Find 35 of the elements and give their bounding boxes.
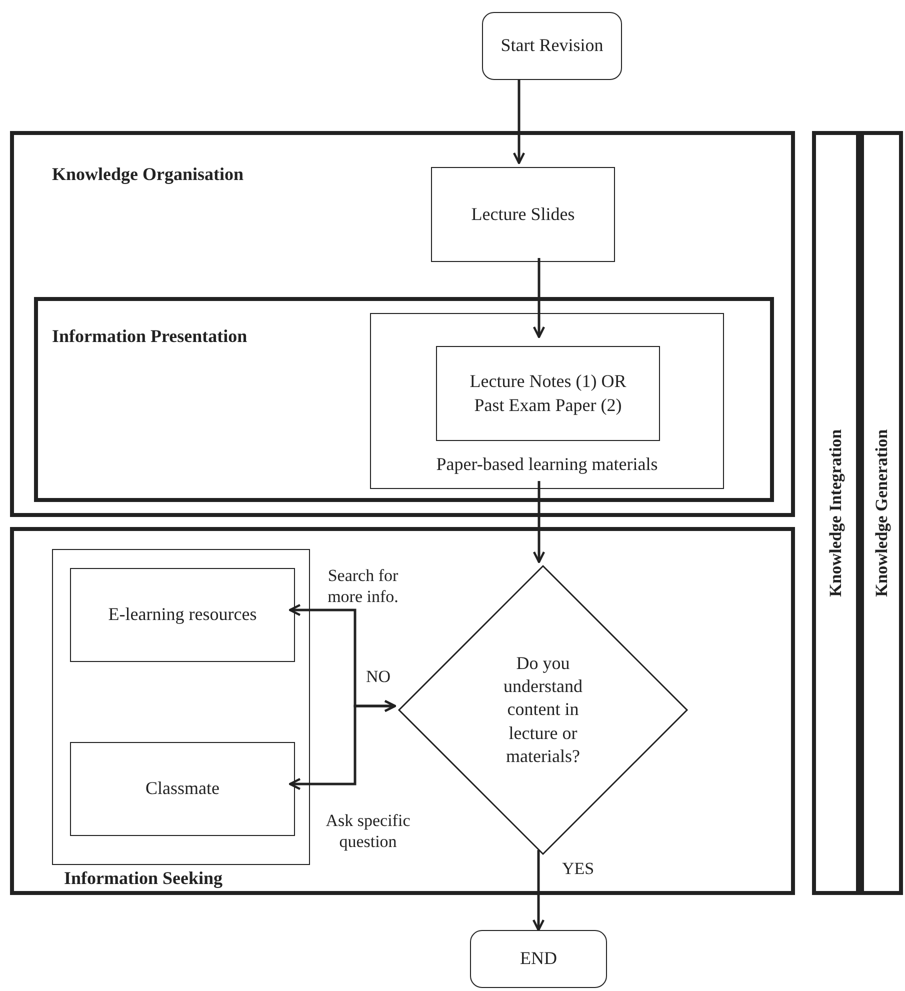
group-frame: [52, 549, 310, 865]
node-text: Paper-based learning materials: [436, 452, 658, 476]
node-text: E-learning resources: [108, 603, 257, 626]
process-box: [431, 167, 615, 262]
terminal-box: [470, 930, 607, 988]
node-text: Knowledge Integration: [824, 429, 846, 597]
edge-label: Ask specific question: [324, 810, 412, 852]
node-text: Lecture Notes (1) OR Past Exam Paper (2): [468, 370, 628, 417]
section-title: Information Seeking: [64, 867, 223, 890]
arrow: [288, 700, 396, 790]
branch-label: NO: [366, 666, 391, 688]
vertical-band: [860, 131, 903, 895]
process-box: [370, 313, 724, 489]
node-text: END: [520, 947, 557, 970]
section-title: Information Presentation: [52, 325, 248, 348]
process-box: [436, 346, 660, 441]
section-title: Knowledge Organisation: [52, 163, 244, 186]
edge-label: Search for more info.: [326, 565, 400, 608]
process-box: [70, 742, 295, 836]
edge-label: YES: [560, 858, 596, 880]
section-band: [34, 297, 774, 502]
node-text: Start Revision: [500, 34, 604, 58]
arrow: [532, 850, 545, 932]
arrow: [532, 481, 546, 564]
section-band: [10, 527, 795, 895]
process-box: [70, 568, 295, 662]
node-text: Classmate: [146, 777, 220, 800]
terminal-box: [482, 12, 622, 80]
node-text: Knowledge Generation: [870, 429, 892, 597]
node-text: Lecture Slides: [471, 202, 575, 226]
arrow: [512, 80, 526, 164]
arrow: [532, 258, 546, 338]
section-band: [10, 131, 795, 517]
vertical-band: [812, 131, 860, 895]
node-text: Do you understand content in lecture or materials?: [502, 652, 584, 768]
